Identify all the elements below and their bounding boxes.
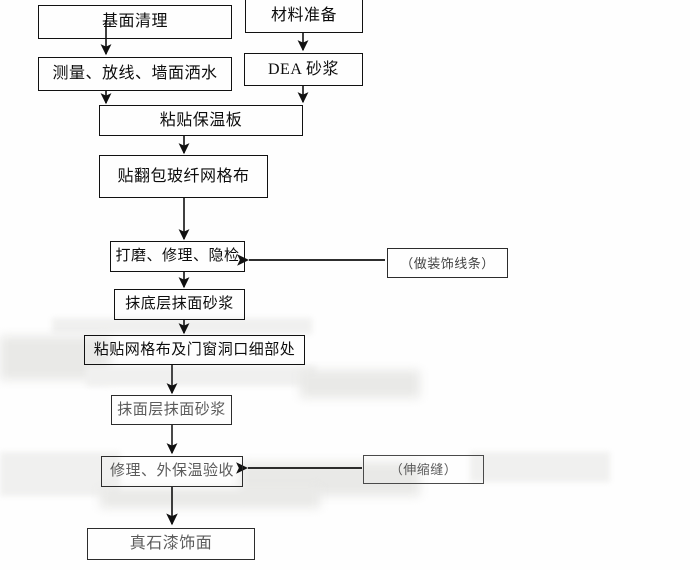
node-label: 测量、放线、墙面洒水 bbox=[52, 65, 218, 82]
node-finish-coat-mortar[interactable]: 抹面层抹面砂浆 bbox=[111, 395, 232, 425]
node-label: 真石漆饰面 bbox=[129, 535, 213, 552]
node-label: 贴翻包玻纤网格布 bbox=[117, 167, 250, 185]
node-label: （做装饰线条） bbox=[400, 255, 495, 271]
node-dea-mortar[interactable]: DEA 砂浆 bbox=[244, 53, 363, 86]
node-label: （伸缩缝） bbox=[389, 462, 458, 477]
scan-artifact bbox=[86, 366, 316, 386]
node-label: 材料准备 bbox=[270, 7, 337, 24]
node-base-cleaning[interactable]: 基面清理 bbox=[38, 5, 232, 39]
scan-artifact bbox=[100, 488, 320, 508]
node-label: 粘贴网格布及门窗洞口细部处 bbox=[93, 341, 296, 358]
node-label: 修理、外保温验收 bbox=[109, 463, 234, 479]
node-bond-insulation-board[interactable]: 粘贴保温板 bbox=[99, 105, 303, 136]
node-decorative-lines-note[interactable]: （做装饰线条） bbox=[387, 248, 508, 278]
node-wrap-fiberglass-mesh[interactable]: 贴翻包玻纤网格布 bbox=[99, 155, 268, 198]
node-label: 抹面层抹面砂浆 bbox=[117, 401, 226, 418]
node-label: 抹底层抹面砂浆 bbox=[125, 296, 234, 312]
node-label: 打磨、修理、隐检 bbox=[115, 248, 240, 264]
node-material-preparation[interactable]: 材料准备 bbox=[245, 0, 363, 33]
node-label: DEA 砂浆 bbox=[267, 60, 339, 78]
node-survey-layout-wetting[interactable]: 测量、放线、墙面洒水 bbox=[38, 57, 232, 91]
scan-artifact bbox=[470, 452, 610, 482]
node-stone-paint-finish[interactable]: 真石漆饰面 bbox=[87, 528, 255, 560]
node-grinding-repair-inspection[interactable]: 打磨、修理、隐检 bbox=[110, 241, 245, 272]
node-mesh-and-openings-detail[interactable]: 粘贴网格布及门窗洞口细部处 bbox=[84, 335, 305, 365]
node-base-coat-mortar[interactable]: 抹底层抹面砂浆 bbox=[114, 289, 245, 320]
node-label: 基面清理 bbox=[101, 13, 168, 30]
node-repair-and-acceptance[interactable]: 修理、外保温验收 bbox=[101, 456, 243, 487]
scan-artifact bbox=[52, 318, 312, 334]
node-expansion-joint-note[interactable]: （伸缩缝） bbox=[363, 455, 484, 484]
node-label: 粘贴保温板 bbox=[159, 111, 243, 129]
scan-artifact bbox=[300, 370, 420, 398]
